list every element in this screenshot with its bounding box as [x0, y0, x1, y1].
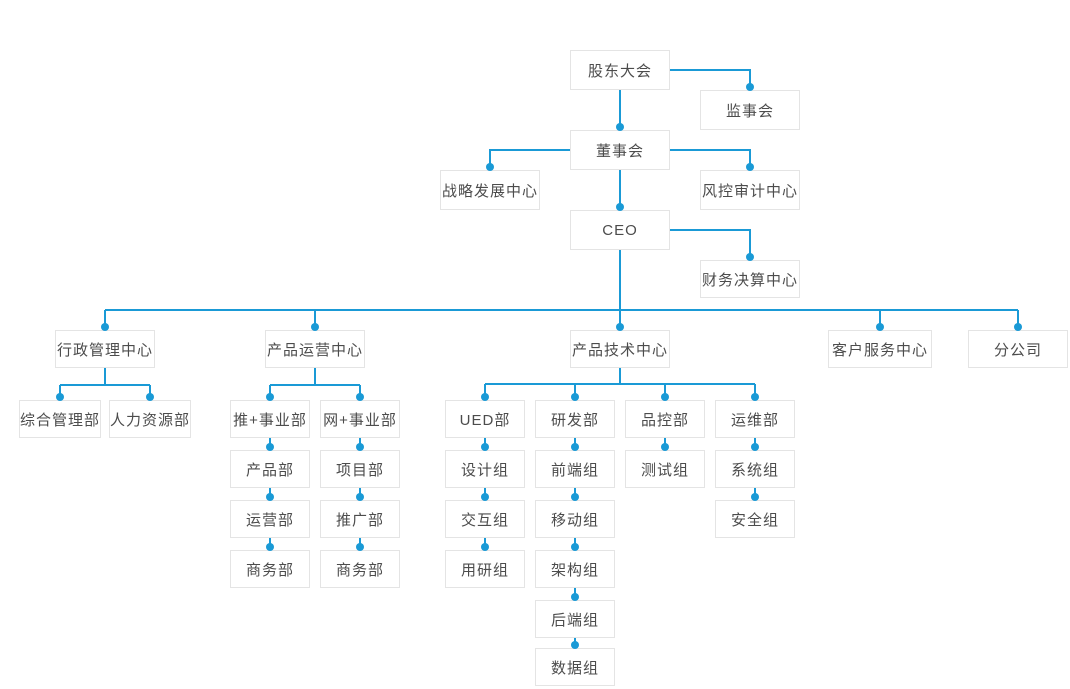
org-node-test-team: 测试组	[625, 450, 705, 488]
org-node-board-of-directors: 董事会	[570, 130, 670, 170]
org-node-backend-team: 后端组	[535, 600, 615, 638]
org-node-rd-dept: 研发部	[535, 400, 615, 438]
org-node-architecture-team: 架构组	[535, 550, 615, 588]
org-node-hr-dept: 人力资源部	[109, 400, 191, 438]
org-node-design-team: 设计组	[445, 450, 525, 488]
org-node-data-team: 数据组	[535, 648, 615, 686]
org-node-wang-division: 网+事业部	[320, 400, 400, 438]
org-node-project-dept: 项目部	[320, 450, 400, 488]
org-node-user-research-team: 用研组	[445, 550, 525, 588]
org-node-business-dept-left: 商务部	[230, 550, 310, 588]
org-node-general-mgmt-dept: 综合管理部	[19, 400, 101, 438]
org-node-interaction-team: 交互组	[445, 500, 525, 538]
org-node-product-tech-center: 产品技术中心	[570, 330, 670, 368]
org-node-mobile-team: 移动组	[535, 500, 615, 538]
org-node-product-ops-center: 产品运营中心	[265, 330, 365, 368]
org-node-ued-dept: UED部	[445, 400, 525, 438]
org-node-devops-dept: 运维部	[715, 400, 795, 438]
org-node-product-dept: 产品部	[230, 450, 310, 488]
org-node-operation-dept: 运营部	[230, 500, 310, 538]
org-node-qc-dept: 品控部	[625, 400, 705, 438]
org-node-promotion-dept: 推广部	[320, 500, 400, 538]
org-node-customer-service-center: 客户服务中心	[828, 330, 932, 368]
org-node-frontend-team: 前端组	[535, 450, 615, 488]
org-node-shareholders-meeting: 股东大会	[570, 50, 670, 90]
org-node-admin-center: 行政管理中心	[55, 330, 155, 368]
org-node-tui-division: 推+事业部	[230, 400, 310, 438]
org-node-branch-company: 分公司	[968, 330, 1068, 368]
org-node-ceo: CEO	[570, 210, 670, 250]
org-node-security-team: 安全组	[715, 500, 795, 538]
org-node-system-team: 系统组	[715, 450, 795, 488]
org-node-finance-center: 财务决算中心	[700, 260, 800, 298]
org-node-business-dept-right: 商务部	[320, 550, 400, 588]
org-node-strategy-dev-center: 战略发展中心	[440, 170, 540, 210]
org-node-risk-audit-center: 风控审计中心	[700, 170, 800, 210]
org-node-supervisory-board: 监事会	[700, 90, 800, 130]
